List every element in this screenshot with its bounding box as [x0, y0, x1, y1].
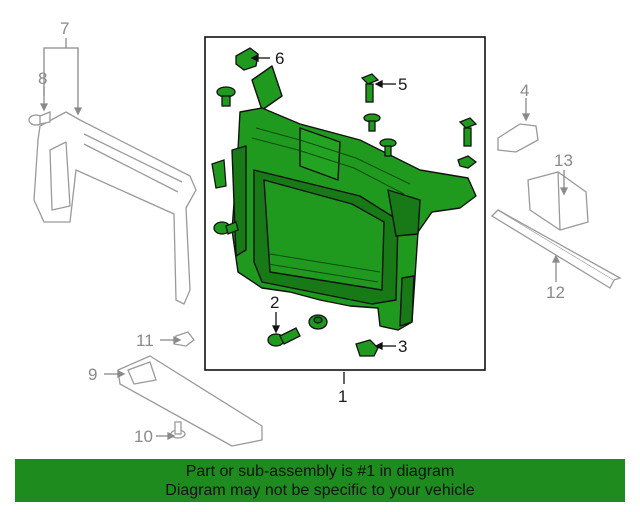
banner-line-1: Part or sub-assembly is #1 in diagram [185, 463, 455, 480]
info-banner: Part or sub-assembly is #1 in diagram Di… [15, 459, 625, 502]
nut-right[interactable] [457, 155, 478, 169]
callout-8: 8 [38, 69, 47, 88]
callout-3: 3 [398, 337, 407, 356]
leader-lines-grey [39, 38, 569, 441]
bolt-part-2[interactable] [267, 327, 301, 347]
callout-6: 6 [275, 49, 284, 68]
bracket-part-4[interactable] [497, 123, 539, 153]
callout-10: 10 [134, 427, 153, 446]
callout-13: 13 [554, 151, 573, 170]
screw-left-bottom[interactable] [213, 221, 239, 235]
push-pin-1[interactable] [363, 113, 381, 132]
upper-tie-bar-part-7[interactable] [33, 111, 197, 305]
callout-12: 12 [546, 283, 565, 302]
pin-part-8[interactable] [28, 111, 51, 126]
callout-9: 9 [88, 365, 97, 384]
callout-2: 2 [270, 293, 279, 312]
parts-diagram: 1 2 3 4 5 6 7 8 9 10 11 12 13 [28, 19, 622, 447]
bolt-right[interactable] [458, 117, 478, 147]
bolt-part-5[interactable] [360, 73, 380, 103]
assembly-highlight-box [204, 36, 486, 371]
deflector-part-9[interactable] [117, 355, 263, 447]
grommet[interactable] [308, 314, 328, 330]
screw-left-top[interactable] [216, 86, 236, 107]
callout-5: 5 [398, 75, 407, 94]
callout-11: 11 [136, 331, 154, 350]
banner-line-2: Diagram may not be specific to your vehi… [165, 482, 475, 499]
clip-part-3[interactable] [355, 339, 379, 357]
clip-left[interactable] [211, 159, 227, 189]
callout-1: 1 [338, 387, 347, 406]
callout-7: 7 [60, 19, 69, 38]
clip-part-6[interactable] [235, 47, 259, 71]
push-pin-2[interactable] [379, 138, 397, 157]
seal-strip-part-12[interactable] [490, 209, 622, 289]
radiator-support-part-1[interactable] [231, 65, 477, 331]
callout-4: 4 [520, 81, 529, 100]
leader-lines-dark [250, 53, 396, 384]
sensor-part-13[interactable] [527, 171, 589, 231]
radiator-support-detail-lines [251, 127, 411, 283]
